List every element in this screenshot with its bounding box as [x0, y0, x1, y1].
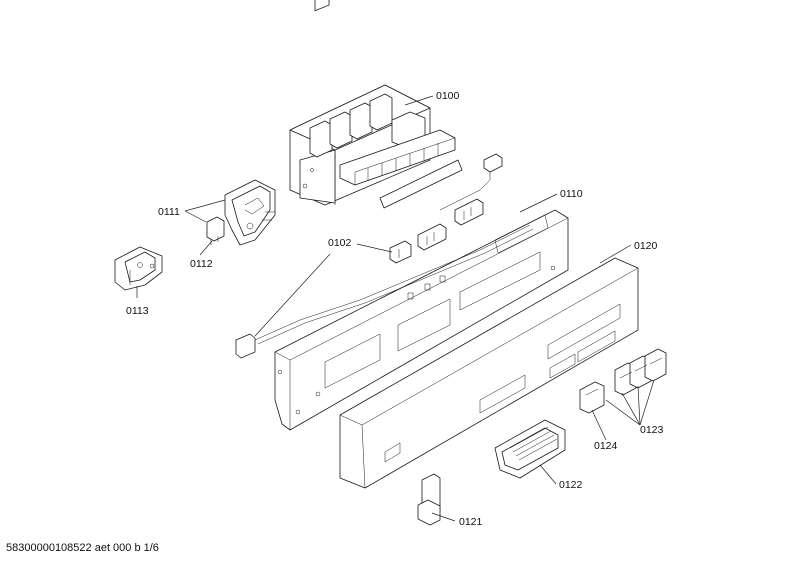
- label-0123: 0123: [640, 424, 664, 436]
- part-0112-capacitor[interactable]: [206, 216, 225, 245]
- label-0102: 0102: [328, 237, 352, 249]
- part-0122-button-module[interactable]: [494, 419, 566, 479]
- part-0124-key[interactable]: [579, 381, 605, 414]
- label-0110: 0110: [560, 188, 583, 200]
- part-0110-panel-frame[interactable]: [254, 209, 569, 431]
- label-0113: 0113: [126, 305, 149, 317]
- part-0121-insert[interactable]: [417, 473, 441, 526]
- label-0122: 0122: [559, 479, 583, 491]
- part-0113-bracket[interactable]: [114, 246, 163, 291]
- part-0102-harness-connectors[interactable]: [235, 198, 484, 359]
- part-0120-fascia-panel[interactable]: [339, 257, 639, 489]
- part-0102-plug[interactable]: [439, 153, 503, 211]
- label-0121: 0121: [459, 516, 483, 528]
- part-0100-control-module[interactable]: [289, 0, 463, 209]
- part-0111-door-switch[interactable]: [224, 179, 276, 246]
- leader-lines: [136, 95, 655, 522]
- label-0124: 0124: [594, 440, 618, 452]
- label-0112: 0112: [190, 258, 213, 270]
- label-0111: 0111: [158, 206, 180, 218]
- label-0100: 0100: [436, 90, 460, 102]
- label-0120: 0120: [634, 240, 658, 252]
- document-footer-id: 58300000108522 aet 000 b 1/6: [6, 542, 159, 554]
- part-0123-key-group[interactable]: [614, 348, 667, 396]
